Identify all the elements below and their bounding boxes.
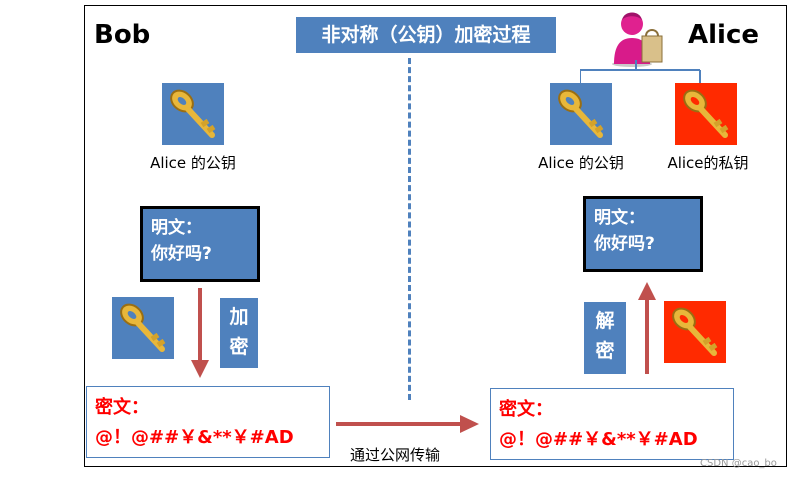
encrypt-char-2: 密 [229, 336, 249, 358]
encrypt-key-icon [112, 297, 174, 359]
plaintext-message: 你好吗? [151, 244, 212, 264]
encrypt-char-1: 加 [229, 306, 249, 328]
center-divider [408, 58, 411, 400]
ciphertext-heading: 密文： [499, 399, 553, 420]
watermark: CSDN @cao_bo [700, 458, 777, 469]
bob-plaintext-box: 明文： 你好吗? [140, 206, 260, 282]
plaintext-message: 你好吗? [594, 234, 655, 254]
alice-public-key-icon [550, 83, 612, 145]
transfer-label: 通过公网传输 [350, 446, 441, 464]
transfer-arrow-icon [336, 414, 480, 434]
ciphertext-message: @！@##￥&**￥#AD [499, 429, 698, 450]
alice-public-key-label: Alice 的公钥 [538, 154, 624, 172]
diagram-title: 非对称（公钥）加密过程 [296, 17, 556, 53]
ciphertext-message: @！@##￥&**￥#AD [95, 427, 294, 448]
bob-public-key-icon [162, 83, 224, 145]
bob-name: Bob [94, 20, 151, 50]
encrypt-arrow-icon [190, 288, 210, 380]
ciphertext-heading: 密文： [95, 397, 149, 418]
bob-ciphertext-box: 密文： @！@##￥&**￥#AD [86, 386, 330, 458]
alice-private-key-label: Alice的私钥 [667, 154, 749, 172]
alice-ciphertext-box: 密文： @！@##￥&**￥#AD [490, 388, 734, 460]
decrypt-arrow-icon [637, 282, 657, 374]
decrypt-key-icon [664, 301, 726, 363]
decrypt-action: 解 密 [584, 302, 626, 374]
alice-name: Alice [688, 20, 759, 50]
decrypt-char-2: 密 [595, 340, 615, 362]
decrypt-char-1: 解 [595, 310, 615, 332]
alice-key-branch-connector [579, 60, 720, 86]
bob-public-key-label: Alice 的公钥 [150, 154, 236, 172]
plaintext-heading: 明文： [151, 218, 202, 238]
alice-private-key-icon [675, 83, 737, 145]
plaintext-heading: 明文： [594, 208, 645, 228]
alice-avatar-icon [608, 6, 668, 68]
encrypt-action: 加 密 [220, 298, 258, 368]
diagram-frame [84, 5, 787, 467]
alice-plaintext-box: 明文： 你好吗? [583, 196, 703, 272]
